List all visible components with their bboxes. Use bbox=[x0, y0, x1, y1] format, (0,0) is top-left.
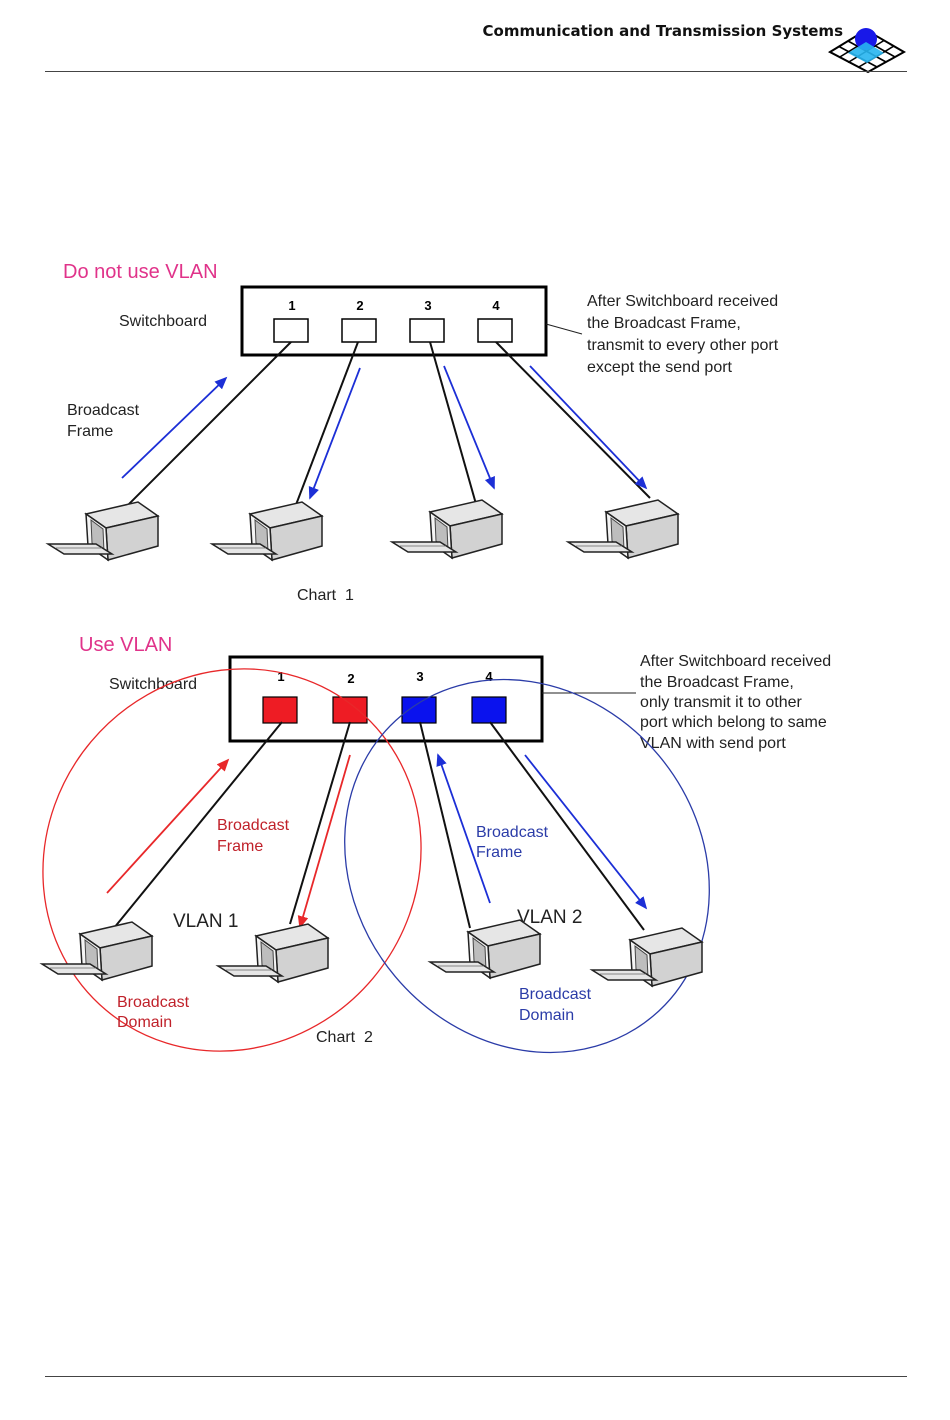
vlan2-broadcast-domain bbox=[344, 678, 710, 1054]
chart2-note-line: only transmit it to other bbox=[640, 694, 803, 711]
chart1-cable bbox=[124, 341, 292, 509]
computer-icon bbox=[567, 499, 679, 559]
chart2-port-vlan1 bbox=[332, 696, 368, 724]
computer-icon bbox=[591, 927, 703, 987]
chart2-heading: Use VLAN bbox=[79, 634, 172, 656]
chart2-port-vlan2 bbox=[471, 696, 507, 724]
chart2-port-number: 1 bbox=[277, 669, 284, 684]
chart2-red-frame-label: Broadcast bbox=[217, 817, 290, 834]
chart2-blue-frame-label: Frame bbox=[476, 844, 522, 861]
computer-icon bbox=[41, 921, 153, 981]
footer-rule bbox=[45, 1376, 907, 1377]
chart1-broadcast-arrow bbox=[529, 365, 648, 490]
chart2-cable bbox=[289, 721, 351, 925]
chart1-note-line: After Switchboard received bbox=[587, 293, 778, 310]
chart1-heading: Do not use VLAN bbox=[63, 261, 218, 283]
chart2-red-domain-label: Broadcast bbox=[117, 994, 190, 1011]
chart2-red-frame-label: Frame bbox=[217, 838, 263, 855]
chart2-note-line: port which belong to same bbox=[640, 714, 827, 731]
chart1-note-line: the Broadcast Frame, bbox=[587, 315, 741, 332]
chart1-caption: Chart 1 bbox=[297, 587, 354, 604]
chart2-cable bbox=[489, 721, 645, 931]
chart1-cable bbox=[293, 341, 359, 511]
chart1-port bbox=[341, 318, 377, 343]
chart1-broadcast-arrow bbox=[308, 367, 361, 500]
chart2-port-vlan1 bbox=[262, 696, 298, 724]
chart2-blue-frame-label: Broadcast bbox=[476, 824, 549, 841]
chart1-port bbox=[477, 318, 513, 343]
chart1-note-line: transmit to every other port bbox=[587, 337, 779, 354]
chart2-blue-broadcast-arrow bbox=[524, 754, 648, 910]
chart2-cable bbox=[113, 721, 283, 929]
chart2-blue-domain-label: Domain bbox=[519, 1007, 574, 1024]
vlan1-label: VLAN 1 bbox=[173, 911, 238, 932]
chart2-port-number: 4 bbox=[485, 669, 493, 684]
chart1-cable bbox=[495, 341, 651, 499]
chart2-note-line: VLAN with send port bbox=[640, 735, 786, 752]
computer-icon bbox=[47, 501, 159, 561]
chart2-port-vlan2 bbox=[401, 696, 437, 724]
chart1-port-number: 2 bbox=[356, 298, 363, 313]
chart2-red-broadcast-arrow bbox=[106, 758, 230, 894]
vlan2-label: VLAN 2 bbox=[517, 907, 582, 928]
chart2-red-broadcast-arrow bbox=[297, 754, 351, 929]
chart1-note-line: except the send port bbox=[587, 359, 733, 376]
chart2-port-number: 3 bbox=[416, 669, 423, 684]
vlan1-broadcast-domain bbox=[42, 668, 422, 1052]
chart2-cable bbox=[419, 721, 471, 929]
chart1-frame-label: Broadcast bbox=[67, 402, 140, 419]
chart1-port-number: 3 bbox=[424, 298, 431, 313]
chart1-port-number: 1 bbox=[288, 298, 295, 313]
chart2-caption: Chart 2 bbox=[316, 1029, 373, 1046]
chart2-port-number: 2 bbox=[347, 671, 354, 686]
computer-icon bbox=[211, 501, 323, 561]
header-title: Communication and Transmission Systems bbox=[482, 22, 843, 40]
chart2-blue-broadcast-arrow bbox=[436, 753, 491, 904]
company-logo bbox=[827, 28, 907, 74]
computer-icon bbox=[429, 919, 541, 979]
chart1-broadcast-arrow bbox=[121, 376, 228, 479]
chart2-note-line: After Switchboard received bbox=[640, 653, 831, 670]
chart1-port-number: 4 bbox=[492, 298, 500, 313]
chart1-port bbox=[409, 318, 445, 343]
chart1-cable bbox=[429, 341, 477, 505]
chart2-note-line: the Broadcast Frame, bbox=[640, 674, 794, 691]
chart1-frame-label: Frame bbox=[67, 423, 113, 440]
header-rule bbox=[45, 71, 907, 72]
chart1-broadcast-arrow bbox=[443, 365, 495, 490]
chart2-red-domain-label: Domain bbox=[117, 1014, 172, 1031]
chart1-note-pointer bbox=[545, 323, 583, 335]
chart1-port bbox=[273, 318, 309, 343]
computer-icon bbox=[217, 923, 329, 983]
computer-icon bbox=[391, 499, 503, 559]
chart2-switch-label: Switchboard bbox=[109, 676, 197, 693]
chart1-switch-label: Switchboard bbox=[119, 313, 207, 330]
chart2-blue-domain-label: Broadcast bbox=[519, 986, 592, 1003]
